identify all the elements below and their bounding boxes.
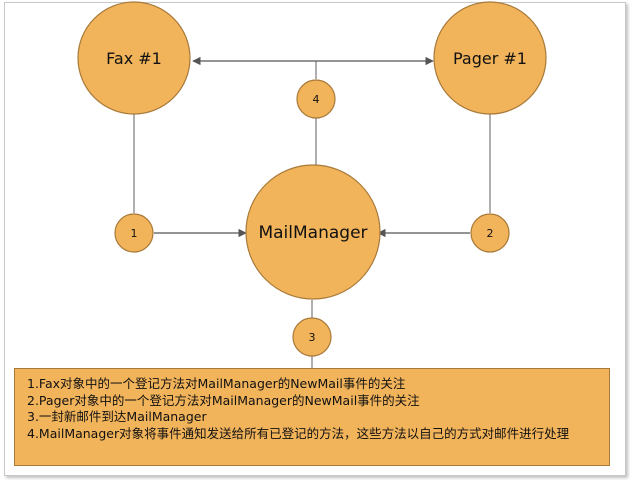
- pager-label: Pager #1: [453, 49, 527, 68]
- legend-line-2: 2.Pager对象中的一个登记方法对MailManager的NewMail事件的…: [27, 392, 420, 408]
- step-4-node: 4: [296, 79, 336, 119]
- mailmanager-label: MailManager: [258, 223, 367, 243]
- step-3-label: 3: [309, 331, 316, 344]
- step-2-node: 2: [470, 213, 510, 253]
- legend-line-4: 4.MailManager对象将事件通知发送给所有已登记的方法，这些方法以自己的…: [27, 425, 570, 441]
- pager-node: Pager #1: [433, 1, 547, 115]
- step-2-label: 2: [487, 227, 494, 240]
- legend-line-1: 1.Fax对象中的一个登记方法对MailManager的NewMail事件的关注: [27, 376, 406, 391]
- step-1-label: 1: [131, 227, 138, 240]
- legend-box: 1.Fax对象中的一个登记方法对MailManager的NewMail事件的关注…: [14, 368, 610, 466]
- fax-node: Fax #1: [77, 1, 191, 115]
- legend-line-3: 3.一封新邮件到达MailManager: [27, 409, 207, 424]
- step-4-label: 4: [313, 93, 320, 106]
- mailmanager-node: MailManager: [245, 164, 381, 300]
- step-3-node: 3: [292, 317, 332, 357]
- step-1-node: 1: [114, 213, 154, 253]
- fax-label: Fax #1: [106, 49, 162, 68]
